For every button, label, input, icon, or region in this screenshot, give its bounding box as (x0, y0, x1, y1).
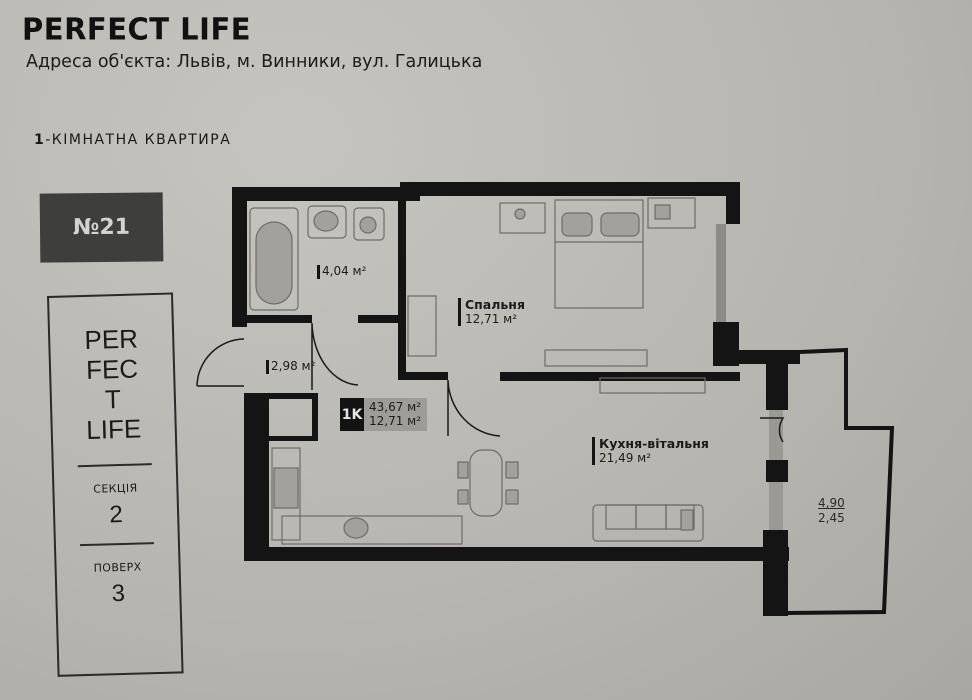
bedroom-label: Спальня 12,71 м² (465, 297, 525, 327)
rooms-count: 1 (34, 132, 46, 148)
kitchen-living-area: 21,49 м² (599, 451, 652, 465)
bedroom-area: 12,71 м² (465, 312, 518, 326)
hallway-area: 2,98 м² (271, 359, 316, 373)
apartment-type-code: 1K (340, 398, 364, 431)
area-values: 43,67 м² 12,71 м² (364, 398, 428, 431)
label-bar (266, 360, 269, 374)
bathroom-area: 4,04 м² (322, 264, 367, 278)
window (716, 224, 726, 322)
doors (196, 322, 785, 443)
label-bar (592, 437, 595, 465)
balcony-area-total: 4,90 (818, 496, 845, 510)
project-title: PERFECT LIFE (22, 11, 252, 47)
bedroom-furniture (407, 197, 706, 394)
total-area: 43,67 м² (369, 400, 422, 414)
kitchen-living-label: Кухня-вітальня 21,49 м² (599, 436, 709, 466)
rooms-type-label: -КІМНАТНА КВАРТИРА (45, 132, 232, 148)
object-address: Адреса об'єкта: Львів, м. Винники, вул. … (26, 52, 483, 72)
balcony-label: 4,90 2,45 (818, 496, 845, 526)
kitchen-furniture (271, 447, 704, 545)
apartment-area-summary: 1K 43,67 м² 12,71 м² (340, 398, 428, 431)
living-area: 12,71 м² (369, 414, 422, 428)
apartment-type: 1-КІМНАТНА КВАРТИРА (34, 132, 231, 148)
balcony-area-reduced: 2,45 (818, 511, 845, 525)
label-bar (458, 298, 461, 326)
kitchen-living-name: Кухня-вітальня (599, 436, 709, 451)
bedroom-name: Спальня (465, 297, 525, 312)
walls (232, 182, 895, 616)
label-bar (317, 265, 320, 279)
bathroom-fixtures (249, 205, 385, 311)
